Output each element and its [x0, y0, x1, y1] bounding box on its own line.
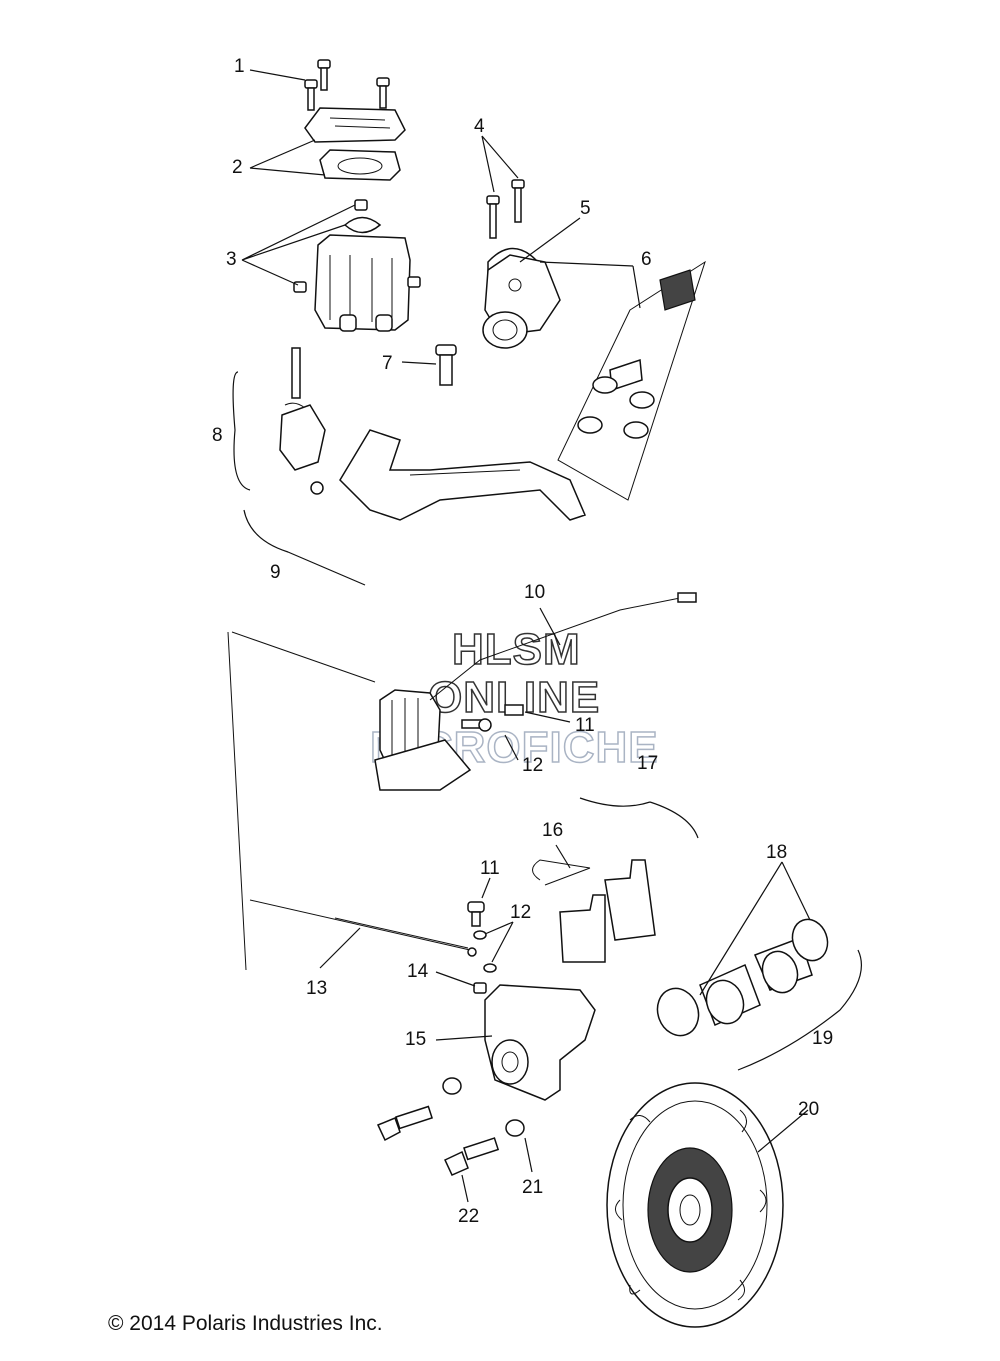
part-10-switch-wire [429, 592, 697, 701]
part-7-pivot-pin [435, 344, 457, 386]
callout-16: 16 [542, 820, 563, 841]
part-8-9-lever-assembly [279, 347, 587, 521]
callout-2: 2 [232, 157, 243, 178]
copyright-notice: © 2014 Polaris Industries Inc. [108, 1312, 383, 1335]
callout-22: 22 [458, 1206, 479, 1227]
part-6-bracket-and-piston-kit [482, 254, 706, 501]
part-main-master-cylinder [374, 689, 524, 791]
callout-14: 14 [407, 961, 429, 982]
part-20-brake-disc [606, 1082, 784, 1328]
part-2-reservoir-cover [304, 107, 406, 181]
callout-7: 7 [382, 353, 393, 374]
callout-13: 13 [306, 978, 327, 999]
callout-19: 19 [812, 1028, 833, 1049]
part-3-master-cylinder-body [293, 199, 421, 332]
leader-lines [232, 69, 862, 1203]
part-16-pad-clip [532, 859, 591, 886]
callout-8: 8 [212, 425, 223, 446]
callout-12-lower: 12 [510, 902, 531, 923]
callout-10: 10 [524, 582, 545, 603]
callout-5: 5 [580, 198, 591, 219]
callout-3: 3 [226, 249, 237, 270]
callout-18: 18 [766, 842, 787, 863]
part-11-12-banjo-bolt-washers [467, 901, 497, 973]
part-18-19-seals-pistons [656, 918, 829, 1037]
part-13-brake-line [227, 631, 477, 971]
callout-11-upper: 11 [575, 715, 595, 736]
callout-21: 21 [522, 1177, 543, 1198]
callout-numbers: 1 2 3 4 5 6 7 8 9 10 11 12 11 12 13 14 1… [212, 56, 833, 1227]
callout-6: 6 [641, 249, 652, 270]
part-17-brake-pads [559, 859, 656, 963]
callout-1: 1 [234, 56, 245, 77]
callout-9: 9 [270, 562, 281, 583]
callout-15: 15 [405, 1029, 426, 1050]
callout-12-upper: 12 [522, 755, 543, 776]
callout-17: 17 [637, 753, 658, 774]
callout-11-lower: 11 [480, 858, 500, 879]
part-1-screws [304, 59, 390, 111]
callout-20: 20 [798, 1099, 819, 1120]
part-15-caliper [473, 982, 596, 1101]
part-21-22-caliper-bolts [376, 1077, 525, 1176]
part-4-bolts [486, 179, 525, 239]
callout-4: 4 [474, 116, 485, 137]
